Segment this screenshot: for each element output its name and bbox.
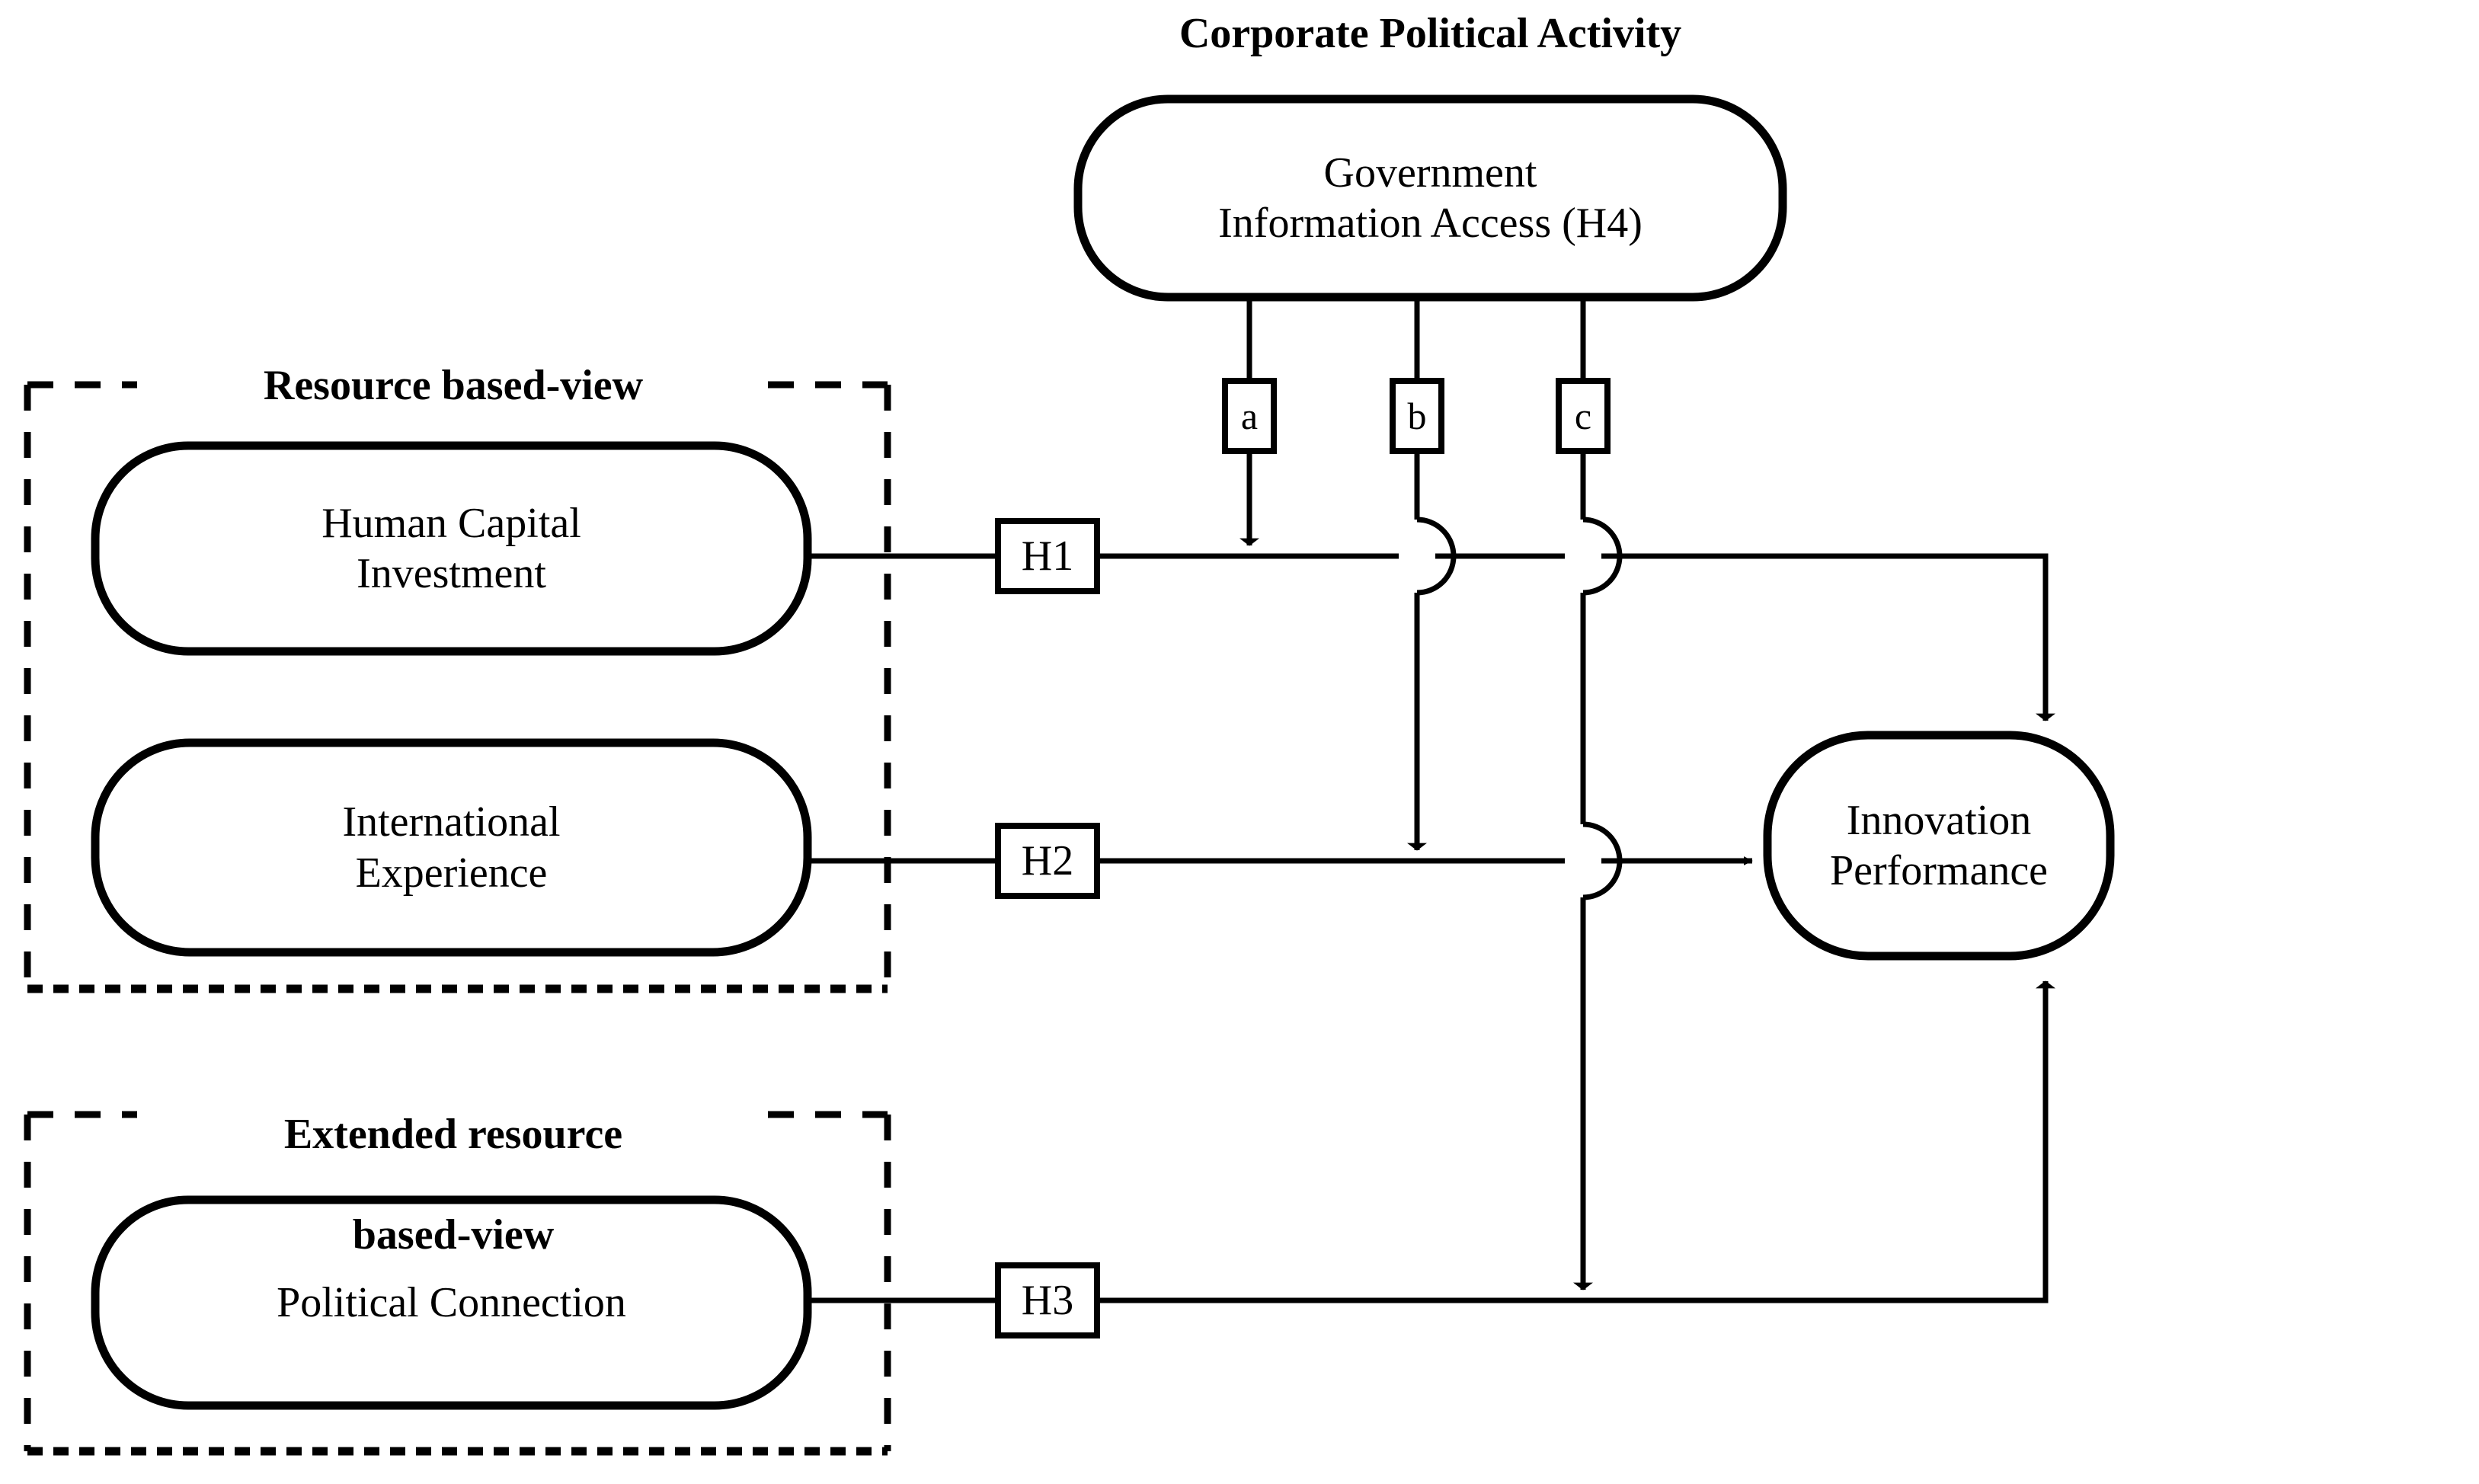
moderator-label-a: a (1240, 394, 1259, 437)
node-label-line1: Human Capital (321, 499, 581, 547)
node-label-line2: Investment (357, 550, 546, 597)
node-label-human-capital-investment: Human Capital Investment (107, 465, 796, 632)
node-label-line2: Performance (1829, 847, 2049, 894)
dashed-container-resource-based-view (24, 381, 891, 993)
moderator-box-a (1222, 378, 1277, 454)
moderator-box-b (1390, 378, 1444, 454)
node-label-international-experience: International Experience (107, 762, 796, 933)
group-title-line1: Extended resource (283, 1111, 623, 1159)
node-label-line2: Information Access (H4) (1218, 200, 1643, 247)
hypothesis-label-h3: H3 (1021, 1276, 1074, 1324)
node-shape-international-experience (91, 738, 812, 957)
edge-h3 (808, 980, 2055, 1303)
node-shape-government-information-access (1073, 94, 1787, 302)
node-label-political-connection: Political Connection (277, 1278, 626, 1326)
group-title-resource-based-view: Resource based-view (263, 361, 644, 409)
node-label-line1: Innovation (1846, 796, 2032, 844)
node-shape-human-capital-investment (91, 441, 812, 656)
node-label-government-information-access: Government Information Access (H4) (1086, 122, 1775, 274)
hypothesis-label-h2: H2 (1021, 836, 1074, 884)
hypothesis-box-h2 (995, 823, 1100, 899)
group-title-corporate-political-activity: Corporate Political Activity (1179, 9, 1682, 57)
node-shape-innovation-performance (1763, 731, 2115, 961)
node-shape-political-connection (91, 1195, 812, 1410)
node-label-line1: Government (1323, 149, 1537, 197)
node-label-line1: International (342, 798, 561, 846)
hypothesis-box-h1 (995, 518, 1100, 594)
edge-h1 (808, 553, 2055, 721)
group-title-line2: based-view (352, 1211, 555, 1259)
moderator-box-c (1556, 378, 1611, 454)
hypothesis-label-h1: H1 (1021, 532, 1074, 580)
node-label-line2: Experience (355, 849, 548, 897)
node-label-innovation-performance: Innovation Performance (1775, 758, 2103, 933)
moderator-label-c: c (1574, 394, 1592, 437)
group-title-extended-resource-based-view: Extended resource based-view (141, 1059, 766, 1259)
hypothesis-box-h3 (995, 1262, 1100, 1338)
dashed-container-extended-resource-based-view (24, 1111, 891, 1456)
edge-moderator-b (1407, 297, 1457, 851)
edge-moderator-c (1573, 297, 1623, 1291)
moderator-label-b: b (1407, 394, 1427, 437)
